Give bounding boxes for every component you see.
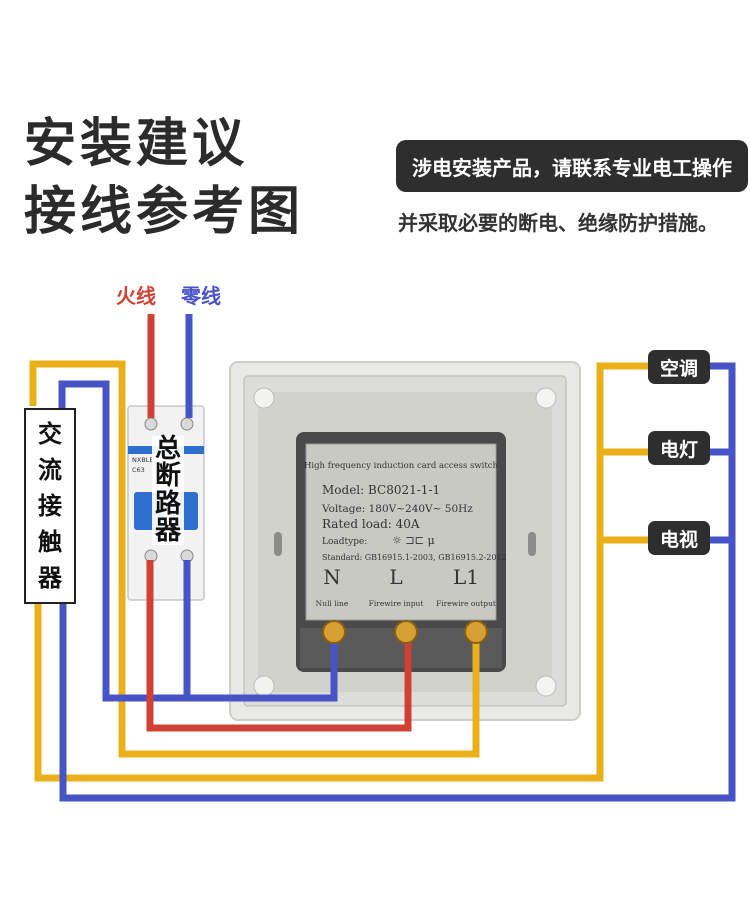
control-wire-contactor-to-breaker (29, 360, 480, 758)
contactor-char: 接 (38, 492, 62, 520)
neutral-wire-loads (59, 362, 736, 802)
switch-standard: Standard: GB16915.1-2003, GB16915.2-2012 (322, 553, 507, 562)
main-breaker-label: 总 断 路 器 (150, 435, 186, 546)
breaker-char: 总 (151, 435, 184, 464)
card-switch-plate: High frequency induction card access swi… (229, 361, 581, 721)
terminal-l1-label: L1 (453, 565, 479, 589)
neutral-wire-contactor (58, 380, 338, 702)
contactor-char: 流 (38, 456, 62, 484)
control-wire-contactor-to-loads (34, 362, 650, 782)
breaker-brand: NXBLE (132, 456, 154, 464)
switch-heading: High frequency induction card access swi… (304, 461, 499, 471)
live-wire-breaker-to-switch (146, 560, 412, 732)
switch-model: Model: BC8021-1-1 (322, 483, 440, 497)
contactor-char: 触 (38, 528, 62, 556)
switch-voltage: Voltage: 180V~240V~ 50Hz (321, 503, 473, 515)
switch-loadtype: Loadtype: (322, 537, 367, 547)
safety-notice-text: 并采取必要的断电、绝缘防护措施。 (398, 211, 718, 235)
load-light: 电灯 (648, 431, 710, 465)
page-title-line2: 接线参考图 (24, 182, 305, 242)
terminal-n-desc: Null line (316, 599, 349, 608)
breaker-rating: C63 (132, 466, 145, 474)
neutral-wire-label: 零线 (181, 284, 221, 308)
contactor-char: 交 (38, 420, 62, 448)
safety-notice-badge: 涉电安装产品，请联系专业电工操作 (396, 140, 748, 192)
switch-rated: Rated load: 40A (322, 517, 420, 531)
page-title-line1: 安装建议 (24, 114, 249, 174)
terminal-l-desc: Firewire input (369, 599, 424, 608)
ac-contactor: 交 流 接 触 器 (24, 408, 76, 604)
terminal-n-label: N (323, 565, 341, 589)
breaker-char: 器 (151, 517, 184, 546)
load-air-conditioner: 空调 (648, 350, 710, 384)
load-tv: 电视 (648, 521, 710, 555)
breaker-char: 断 (151, 462, 184, 491)
contactor-char: 器 (38, 564, 62, 592)
live-wire-label: 火线 (116, 284, 156, 308)
terminal-l1-desc: Firewire output (436, 599, 496, 608)
breaker-char: 路 (151, 490, 184, 518)
bulb-icon: ☼ ⊐⊏ μ (392, 534, 435, 547)
switch-terminals (322, 620, 488, 644)
terminal-l-label: L (389, 565, 402, 589)
